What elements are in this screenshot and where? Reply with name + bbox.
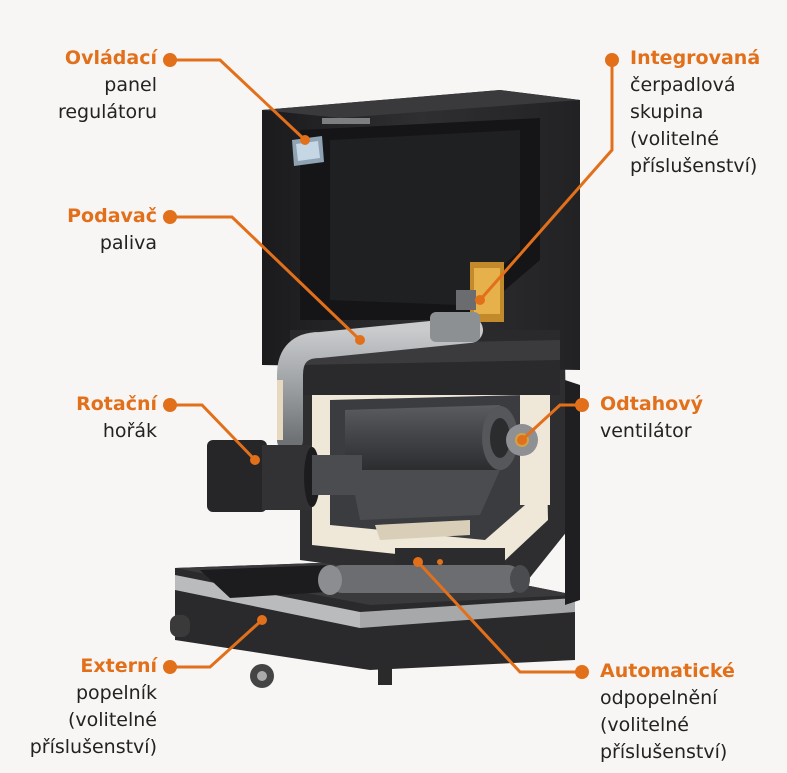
label-line: čerpadlová — [630, 74, 736, 96]
burner-motor — [207, 440, 362, 512]
label-head: Podavač — [67, 205, 157, 227]
label-head: Integrovaná — [630, 47, 761, 69]
label-line: ventilátor — [600, 420, 692, 442]
label-line: panel — [104, 74, 157, 96]
feeder-pipe — [277, 312, 483, 453]
label-ash-box: Externí popelník (volitelné příslušenstv… — [30, 653, 157, 761]
label-head: Externí — [80, 655, 157, 677]
label-head: Rotační — [76, 393, 157, 415]
label-line: (volitelné — [68, 709, 157, 731]
label-burner: Rotační hořák — [76, 391, 157, 445]
label-line: příslušenství) — [630, 155, 758, 177]
pump-group — [456, 262, 504, 322]
deashing-auger — [318, 565, 530, 595]
label-line: paliva — [99, 232, 157, 254]
label-fan: Odtahový ventilátor — [600, 391, 703, 445]
leader-lines — [170, 58, 614, 674]
label-line: (volitelné — [600, 714, 689, 736]
label-line: popelník — [75, 682, 157, 704]
label-pump-group: Integrovaná čerpadlová skupina (voliteln… — [630, 45, 760, 180]
label-line: skupina — [630, 101, 704, 123]
label-feeder: Podavač paliva — [67, 203, 157, 257]
label-head: Automatické — [600, 660, 735, 682]
label-line: regulátoru — [57, 101, 157, 123]
leader-dots — [163, 53, 619, 679]
label-line: (volitelné — [630, 128, 719, 150]
controller-panel — [292, 118, 370, 166]
label-head: Odtahový — [600, 393, 704, 415]
label-line: hořák — [102, 420, 157, 442]
label-line: příslušenství) — [29, 736, 157, 758]
label-line: odpopelnění — [600, 687, 718, 709]
label-de-ashing: Automatické odpopelnění (volitelné přísl… — [600, 658, 735, 766]
boiler-body — [300, 360, 580, 605]
label-head: Ovládací — [64, 47, 157, 69]
label-line: příslušenství) — [600, 741, 728, 763]
label-control-panel: Ovládací panel regulátoru — [58, 45, 157, 126]
